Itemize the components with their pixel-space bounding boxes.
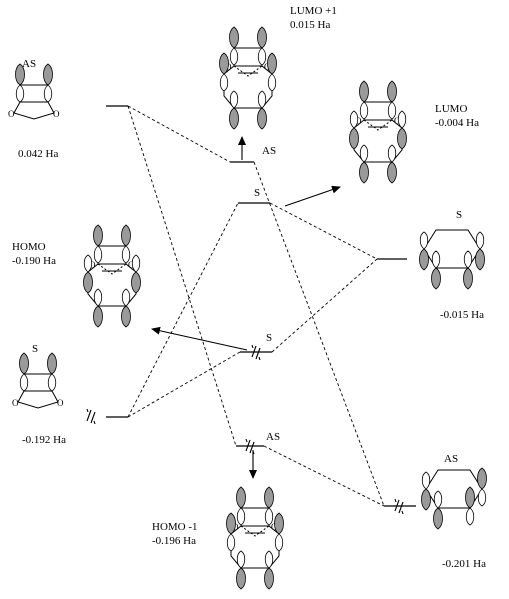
- homo-energy: -0.190 Ha: [12, 255, 56, 267]
- homo-orbital: [83, 224, 141, 328]
- homo-name: HOMO: [12, 241, 46, 253]
- fragment-as-energy: 0.042 Ha: [18, 148, 58, 160]
- hexene-as-energy: -0.201 Ha: [442, 558, 486, 570]
- fragment-s-energy: -0.192 Ha: [22, 434, 66, 446]
- correlation-lines: [127, 105, 385, 507]
- lumo-plus-1-orbital: [219, 26, 277, 130]
- fragment-as-orbital: [7, 63, 61, 120]
- hexene-s-symmetry: S: [456, 209, 462, 221]
- electron-pair-homo: [251, 344, 261, 361]
- homo-minus-1-name: HOMO -1: [152, 521, 198, 533]
- level-label-as-low: AS: [266, 431, 280, 443]
- lumo-name: LUMO: [435, 103, 467, 115]
- hexene-s-energy: -0.015 Ha: [440, 309, 484, 321]
- fragment-s-symmetry: S: [32, 343, 38, 355]
- lumo-plus-1-name: LUMO +1: [290, 5, 337, 17]
- homo-minus-1-orbital: [226, 486, 284, 590]
- fragment-s-orbital: [11, 352, 65, 409]
- electron-pair-homo-1: [245, 438, 255, 455]
- lumo-orbital: [349, 80, 407, 184]
- lumo-energy: -0.004 Ha: [435, 117, 479, 129]
- level-label-as-top: AS: [262, 145, 276, 157]
- lumo-plus-1-energy: 0.015 Ha: [290, 19, 330, 31]
- level-label-s-low: S: [266, 332, 272, 344]
- hexene-s-orbital: [419, 229, 485, 290]
- level-label-s-mid: S: [254, 187, 260, 199]
- arrow-to-lumo: [284, 185, 341, 207]
- electron-pair-hexene-as: [394, 498, 404, 515]
- homo-minus-1-energy: -0.196 Ha: [152, 535, 196, 547]
- hexene-as-symmetry: AS: [444, 453, 458, 465]
- fragment-as-symmetry: AS: [22, 58, 36, 70]
- electron-pair-fragment-s: [86, 408, 96, 425]
- arrow-to-homo: [151, 326, 248, 351]
- hexene-as-orbital: [421, 467, 487, 530]
